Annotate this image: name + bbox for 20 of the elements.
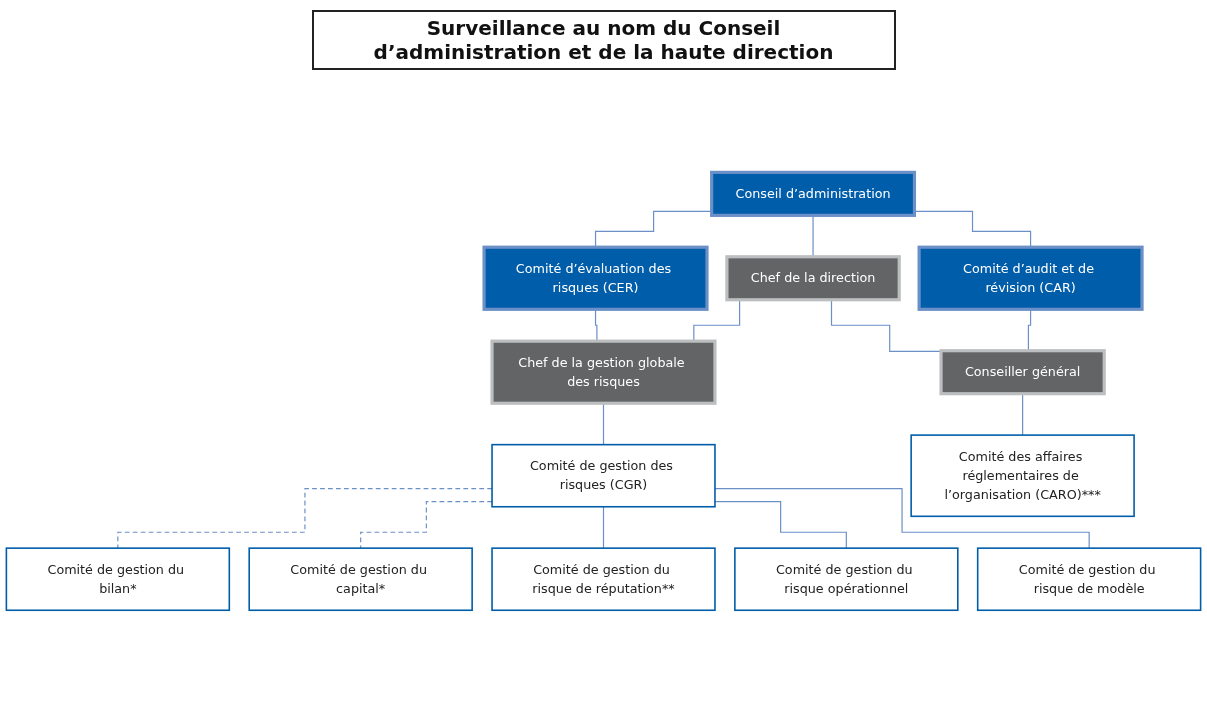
- node-box: Comité de gestion du risque de modèle: [976, 547, 1202, 612]
- node-box: Comité de gestion du risque opérationnel: [734, 547, 959, 612]
- connector: [360, 501, 493, 549]
- node-box: Chef de la direction: [725, 255, 901, 302]
- node-box: Comité de gestion des risques (CGR): [491, 444, 716, 508]
- node-box: Chef de la gestion globale des risques: [490, 339, 717, 406]
- node-box: Comité d’évaluation des risques (CER): [482, 245, 709, 312]
- node-box: Comité des affaires réglementaires de l’organisation (CARO)***: [910, 434, 1135, 518]
- connector: [714, 501, 847, 549]
- node-box: Conseil d’administration: [710, 170, 917, 218]
- node-box: Comité de gestion du risque de réputation**: [491, 547, 716, 612]
- connector: [602, 506, 605, 549]
- title: Surveillance au nom du Conseil d’administration et de la haute direction: [311, 10, 896, 70]
- node-box: Comité de gestion du capital*: [248, 547, 473, 612]
- connector: [117, 488, 493, 549]
- node-box: Comité d’audit et de révision (CAR): [917, 245, 1144, 312]
- node-box: Conseiller général: [939, 349, 1106, 396]
- connector: [714, 488, 1090, 549]
- connector: [1022, 393, 1024, 436]
- node-box: Comité de gestion du bilan*: [5, 547, 231, 612]
